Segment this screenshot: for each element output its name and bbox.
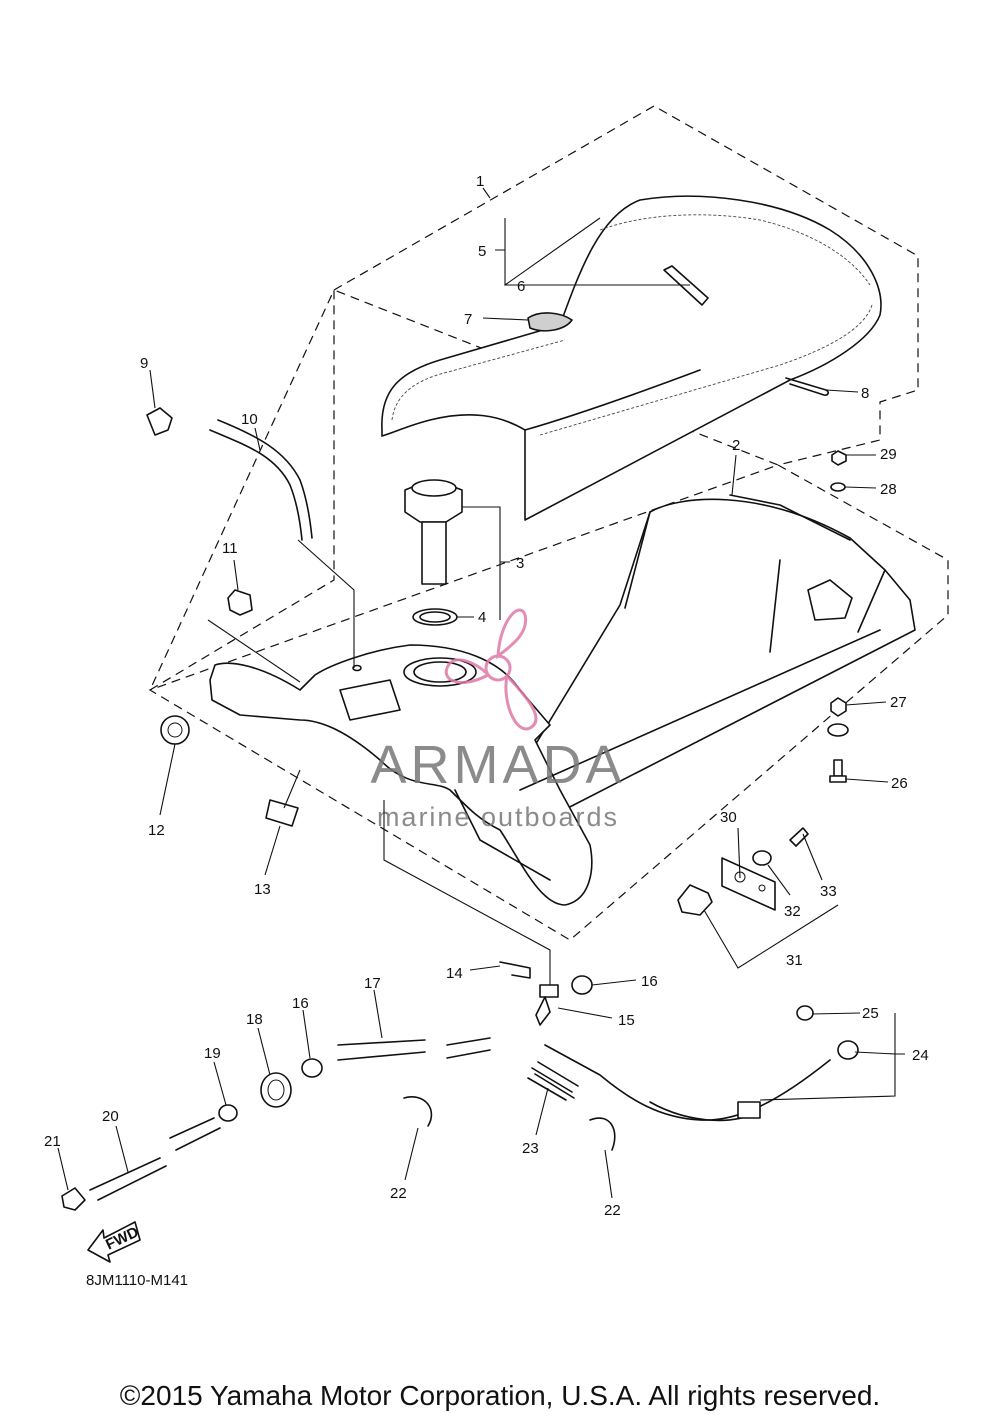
callout-17: 17 — [364, 975, 381, 992]
filter-part-18 — [260, 1072, 292, 1108]
seat-sponge-patch — [527, 312, 573, 332]
fitting-part-19 — [218, 1104, 238, 1122]
hose-part-10 — [209, 419, 313, 541]
lower-assembly-box — [148, 289, 335, 692]
seat — [381, 195, 882, 521]
callout-2: 2 — [732, 437, 740, 454]
callout-19: 19 — [204, 1045, 221, 1062]
callout-24: 24 — [912, 1047, 929, 1064]
callout-4: 4 — [478, 609, 486, 626]
grommet-part-11 — [227, 589, 253, 616]
callout-11: 11 — [222, 540, 238, 557]
drain-plate-part-30 — [721, 857, 776, 911]
callout-21: 21 — [44, 1133, 61, 1150]
hose-part-17 — [337, 1037, 491, 1061]
clamp-part-16-left — [301, 1058, 323, 1078]
seat-clip — [785, 377, 829, 396]
callout-25: 25 — [862, 1005, 879, 1022]
callout-29: 29 — [880, 446, 897, 463]
fuel-cock-part-15 — [535, 984, 559, 1026]
callout-28: 28 — [880, 481, 897, 498]
callout-8: 8 — [861, 385, 869, 402]
nut-part-25 — [796, 1005, 814, 1021]
washer-part-27b — [827, 723, 849, 737]
callout-22-right: 22 — [604, 1202, 621, 1219]
armada-watermark: ARMADA marine outboards — [370, 608, 625, 832]
callout-27: 27 — [890, 694, 907, 711]
nut-part-29 — [831, 450, 847, 466]
storage-hood — [519, 494, 916, 813]
hose-part-20 — [89, 1117, 221, 1201]
seat-assembly-box — [332, 105, 919, 466]
washer-part-12 — [160, 715, 190, 745]
callout-13: 13 — [254, 881, 271, 898]
callout-1: 1 — [476, 173, 484, 190]
callout-23: 23 — [522, 1140, 539, 1157]
callout-33: 33 — [820, 883, 837, 900]
callout-7: 7 — [464, 311, 472, 328]
callout-labels: 1 2 3 4 5 6 7 8 9 10 11 12 13 14 15 16 1… — [44, 173, 929, 1253]
spring-part-23 — [527, 1061, 579, 1101]
nut-part-27 — [830, 697, 847, 717]
clip-part-21 — [61, 1187, 86, 1211]
callout-6: 6 — [517, 278, 525, 295]
bolt-part-26 — [829, 759, 847, 783]
callout-26: 26 — [891, 775, 908, 792]
leader-lines — [57, 187, 905, 1199]
clamp-part-22-left — [403, 1096, 433, 1127]
callout-14: 14 — [446, 965, 463, 982]
callout-31: 31 — [786, 952, 803, 969]
filler-cap — [404, 479, 463, 585]
callout-9: 9 — [140, 355, 148, 372]
callout-10: 10 — [241, 411, 258, 428]
watermark-tagline: marine outboards — [377, 802, 619, 832]
propeller-logo-icon — [444, 608, 538, 731]
callout-15: 15 — [618, 1012, 635, 1029]
hood-assembly-box — [148, 464, 949, 941]
bracket-part-14 — [499, 961, 531, 979]
cable-part-24 — [544, 1040, 859, 1122]
plate-part-13 — [265, 799, 299, 827]
callout-16-left: 16 — [292, 995, 309, 1012]
callout-3: 3 — [516, 555, 524, 572]
screw-part-33 — [789, 827, 809, 847]
callout-18: 18 — [246, 1011, 263, 1028]
forward-direction-arrow — [87, 1221, 141, 1263]
watermark-brand: ARMADA — [370, 735, 625, 795]
copyright-notice: ©2015 Yamaha Motor Corporation, U.S.A. A… — [119, 1380, 881, 1411]
callout-22-left: 22 — [390, 1185, 407, 1202]
callout-12: 12 — [148, 822, 165, 839]
callout-32: 32 — [784, 903, 801, 920]
washer-part-28 — [830, 482, 846, 492]
drain-fitting-part-31 — [677, 884, 713, 916]
clamp-part-22-right — [589, 1117, 616, 1151]
drawing-code: 8JM1110-M141 — [86, 1272, 188, 1289]
cap-part-32 — [752, 850, 772, 866]
deck-body — [209, 629, 881, 906]
callout-16-top: 16 — [641, 973, 658, 990]
o-ring — [412, 608, 458, 626]
callout-5: 5 — [478, 243, 486, 260]
clamp-part-16-top — [571, 975, 593, 995]
callout-20: 20 — [102, 1108, 119, 1125]
clamp-part-9 — [146, 407, 173, 436]
callout-30: 30 — [720, 809, 737, 826]
